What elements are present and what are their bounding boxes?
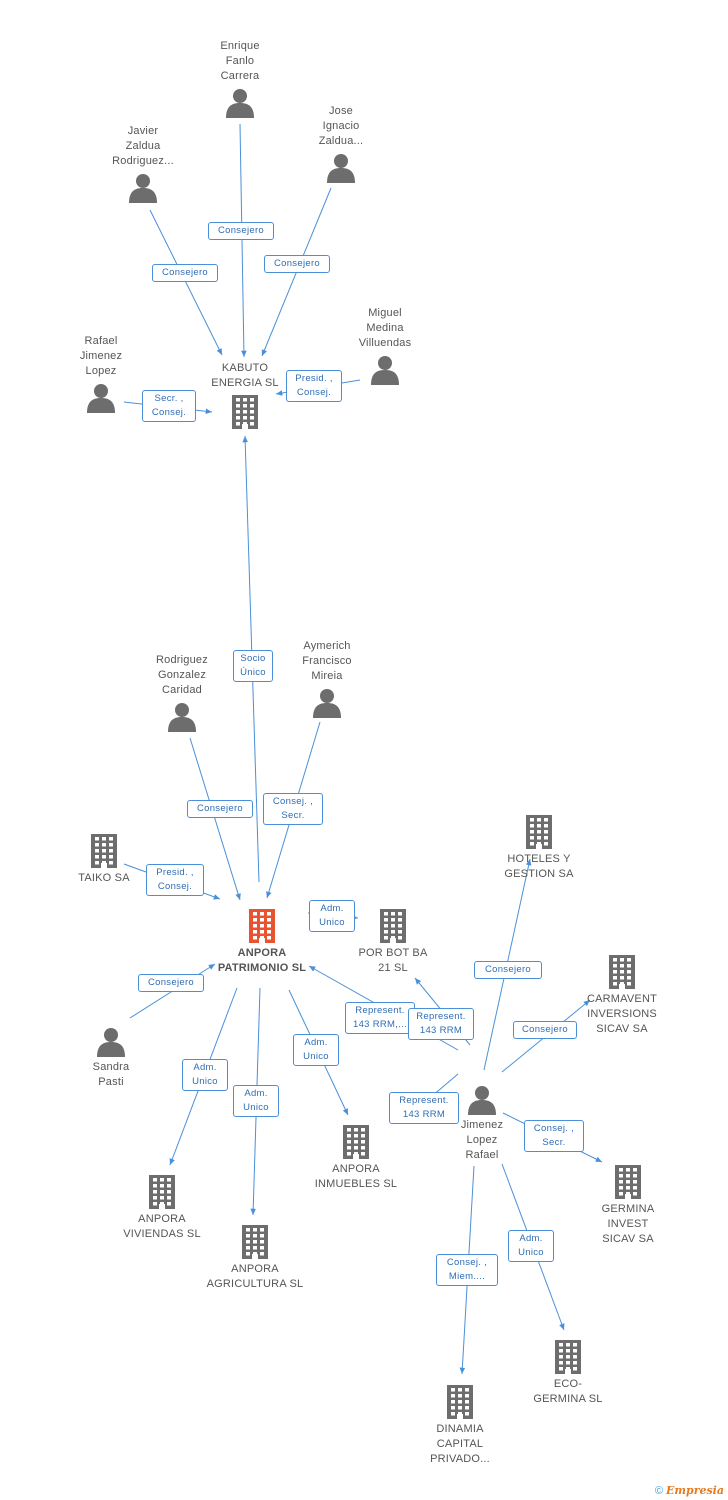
- company-icon[interactable]: [555, 1340, 581, 1379]
- node-label[interactable]: Javier Zaldua Rodriguez...: [112, 125, 174, 167]
- company-icon[interactable]: [232, 395, 258, 434]
- footer-brand: © Empresia: [655, 1484, 724, 1497]
- node-label[interactable]: DINAMIA CAPITAL PRIVADO...: [430, 1423, 490, 1465]
- relation-label[interactable]: Consejero: [138, 974, 204, 992]
- relation-label[interactable]: Represent. 143 RRM: [408, 1008, 474, 1040]
- node-label[interactable]: POR BOT BA 21 SL: [358, 947, 428, 974]
- relation-edge: [189, 737, 241, 901]
- company-icon[interactable]: [380, 909, 406, 948]
- relation-label[interactable]: Secr. , Consej.: [142, 390, 196, 422]
- node-label[interactable]: Sandra Pasti: [92, 1061, 130, 1088]
- person-icon[interactable]: [371, 355, 399, 390]
- company-icon[interactable]: [249, 909, 275, 948]
- node-label[interactable]: Rafael Jimenez Lopez: [79, 335, 123, 377]
- relation-label[interactable]: Consejero: [513, 1021, 577, 1039]
- relation-label[interactable]: Consej. , Secr.: [524, 1120, 584, 1152]
- person-icon[interactable]: [129, 173, 157, 208]
- relation-label[interactable]: Consejero: [474, 961, 542, 979]
- node-label[interactable]: Rodriguez Gonzalez Caridad: [156, 654, 208, 696]
- node-label[interactable]: Miguel Medina Villuendas: [358, 307, 412, 349]
- node-label[interactable]: KABUTO ENERGIA SL: [211, 362, 279, 389]
- relation-edge: [239, 123, 247, 358]
- node-label[interactable]: ANPORA PATRIMONIO SL: [217, 947, 307, 974]
- company-icon[interactable]: [526, 815, 552, 854]
- relation-label[interactable]: Consejero: [152, 264, 218, 282]
- copyright-symbol: ©: [654, 1485, 663, 1497]
- relation-label[interactable]: Presid. , Consej.: [146, 864, 204, 896]
- person-icon[interactable]: [468, 1085, 496, 1120]
- node-label[interactable]: ANPORA VIVIENDAS SL: [123, 1213, 201, 1240]
- node-label[interactable]: ECO- GERMINA SL: [533, 1378, 603, 1405]
- node-label[interactable]: Jose Ignacio Zaldua...: [318, 105, 364, 147]
- person-icon[interactable]: [313, 688, 341, 723]
- node-label[interactable]: HOTELES Y GESTION SA: [504, 853, 574, 880]
- company-icon[interactable]: [343, 1125, 369, 1164]
- node-label[interactable]: Aymerich Francisco Mireia: [302, 640, 352, 682]
- node-label[interactable]: CARMAVENT INVERSIONS SICAV SA: [586, 993, 658, 1035]
- person-icon[interactable]: [168, 702, 196, 737]
- relation-label[interactable]: Represent. 143 RRM: [389, 1092, 459, 1124]
- person-icon[interactable]: [97, 1027, 125, 1062]
- node-label[interactable]: ANPORA AGRICULTURA SL: [206, 1263, 304, 1290]
- company-icon[interactable]: [91, 834, 117, 873]
- relation-label[interactable]: Consej. , Miem....: [436, 1254, 498, 1286]
- company-icon[interactable]: [615, 1165, 641, 1204]
- node-label[interactable]: Jimenez Lopez Rafael: [460, 1119, 504, 1161]
- company-icon[interactable]: [447, 1385, 473, 1424]
- relation-label[interactable]: Adm. Unico: [293, 1034, 339, 1066]
- company-icon[interactable]: [609, 955, 635, 994]
- relation-label[interactable]: Consejero: [187, 800, 253, 818]
- node-label[interactable]: GERMINA INVEST SICAV SA: [601, 1203, 655, 1245]
- relation-label[interactable]: Represent. 143 RRM,...: [345, 1002, 415, 1034]
- relation-label[interactable]: Adm. Unico: [182, 1059, 228, 1091]
- brand-logo: Empresia: [665, 1484, 724, 1497]
- relation-label[interactable]: Adm. Unico: [309, 900, 355, 932]
- relation-label[interactable]: Presid. , Consej.: [286, 370, 342, 402]
- relation-label[interactable]: Consejero: [208, 222, 274, 240]
- company-icon[interactable]: [149, 1175, 175, 1214]
- node-label[interactable]: ANPORA INMUEBLES SL: [314, 1163, 398, 1190]
- node-label[interactable]: Enrique Fanlo Carrera: [220, 40, 260, 82]
- person-icon[interactable]: [327, 153, 355, 188]
- relation-label[interactable]: Consejero: [264, 255, 330, 273]
- person-icon[interactable]: [87, 383, 115, 418]
- relation-label[interactable]: Adm. Unico: [233, 1085, 279, 1117]
- company-icon[interactable]: [242, 1225, 268, 1264]
- relation-label[interactable]: Socio Único: [233, 650, 273, 682]
- relation-edge: [149, 209, 223, 356]
- relation-label[interactable]: Consej. , Secr.: [263, 793, 323, 825]
- relation-label[interactable]: Adm. Unico: [508, 1230, 554, 1262]
- node-label[interactable]: TAIKO SA: [78, 872, 130, 884]
- person-icon[interactable]: [226, 88, 254, 123]
